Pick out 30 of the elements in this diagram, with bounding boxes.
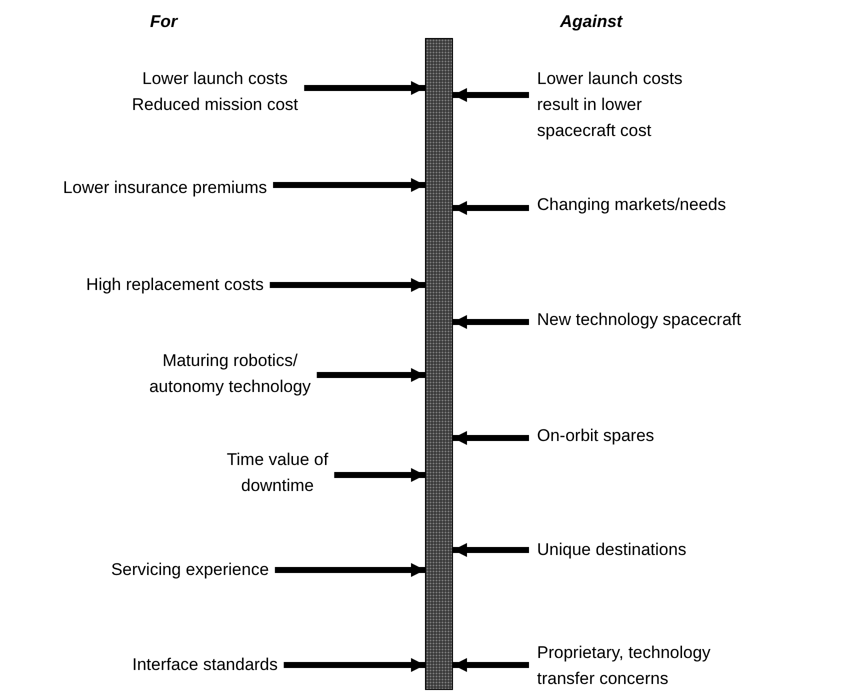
factor-label: Unique destinations [537,539,688,561]
arrow [316,368,425,382]
arrow [284,658,425,672]
arrow [453,88,529,102]
factor-label: Time value of downtime [226,449,330,497]
arrow [453,543,529,557]
arrow [304,81,425,95]
arrow [334,468,425,482]
factor-label: Changing markets/needs [537,194,728,216]
factor-label: Lower launch costs result in lower spacecraft cost [537,68,684,142]
factor-label: Servicing experience [110,559,270,581]
factor-label: New technology spacecraft [537,309,742,331]
central-bar [425,38,453,690]
factor-label: Reduced mission cost [130,94,300,116]
arrow [453,658,529,672]
factor-label: Lower insurance premiums [62,177,268,199]
arrow [273,178,425,192]
arrow [453,431,529,445]
factor-label: Interface standards [131,654,279,676]
arrow [274,563,425,577]
column-heading: For [150,12,178,32]
factor-label: On-orbit spares [537,425,656,447]
factor-label: Lower launch costs [141,68,289,90]
column-heading: Against [560,12,622,32]
arrow [453,201,529,215]
arrow [270,278,425,292]
factor-label: Maturing robotics/ autonomy technology [148,350,312,398]
arrow [453,315,529,329]
factor-label: High replacement costs [85,274,265,296]
factor-label: Proprietary, technology transfer concerns [537,642,712,690]
